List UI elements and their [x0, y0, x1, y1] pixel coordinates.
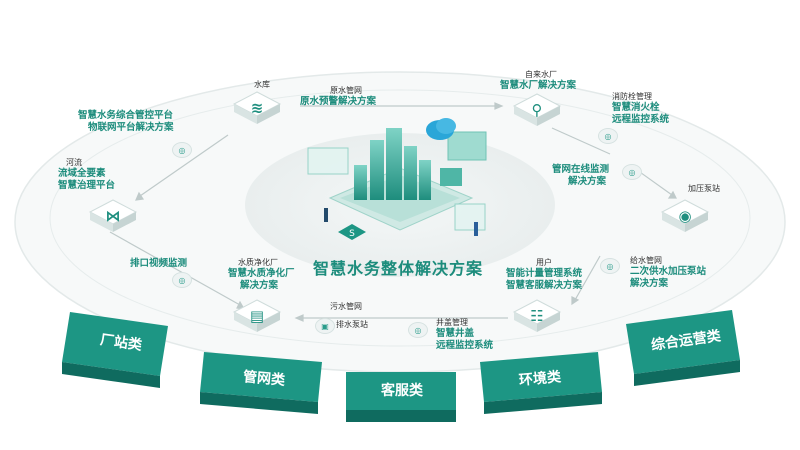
water-plant-node: ⚲ — [512, 92, 562, 128]
reservoir-label: 水库 — [254, 80, 270, 89]
chat-icon: ☷ — [530, 307, 544, 325]
smart-city-illustration — [307, 118, 487, 236]
reservoir-node: ≋ — [232, 90, 282, 126]
purifier-icon: ▤ — [249, 307, 265, 325]
manhole-label: 井盖管理 智慧井盖 远程监控系统 — [436, 318, 494, 351]
waves-icon: ≋ — [250, 99, 264, 117]
purify-node: ▤ — [232, 298, 282, 334]
camera-icon: ◎ — [172, 272, 192, 288]
purify-label: 水质净化厂 智慧水质净化厂 解决方案 — [228, 258, 295, 291]
platform-icon: ◎ — [172, 142, 192, 158]
outfall-label: 排口视频监测 — [130, 258, 188, 269]
pump-icon: ◉ — [678, 207, 692, 225]
sewage-label: 污水管网 — [330, 302, 362, 311]
user-node: ☷ — [512, 298, 562, 334]
river-node: ⋈ — [88, 198, 138, 234]
faucet-icon: ⚲ — [531, 101, 543, 119]
booster-label: 加压泵站 — [688, 184, 720, 193]
supply-icon: ◎ — [600, 258, 620, 274]
hydrant-icon: ◎ — [598, 128, 618, 144]
main-title: 智慧水务整体解决方案 — [312, 259, 483, 278]
booster-node: ◉ — [660, 198, 710, 234]
user-label: 用户 智能计量管理系统 智慧客服解决方案 — [506, 258, 583, 291]
platform-label: 智慧水务综合管控平台 物联网平台解决方案 — [78, 110, 174, 133]
fire-label: 消防栓管理 智慧消火栓 远程监控系统 — [612, 92, 670, 125]
water-plant-label: 自来水厂 智慧水厂解决方案 — [500, 70, 577, 91]
svg-text:S: S — [349, 229, 355, 239]
river-label: 河流 流域全要素 智慧治理平台 — [58, 158, 116, 191]
category-label-3: 客服类 — [381, 383, 423, 399]
pipe-monitor-label: 管网在线监测 解决方案 — [552, 164, 610, 187]
supply-label: 给水管网 二次供水加压泵站 解决方案 — [630, 256, 707, 289]
brand-logo-icon: S — [338, 224, 366, 240]
drain-pump-label: 排水泵站 — [336, 320, 368, 329]
raw-pipe-label: 原水管网 原水预警解决方案 — [300, 86, 377, 107]
drain-pump-icon: ▣ — [315, 318, 335, 334]
river-icon: ⋈ — [105, 207, 121, 225]
manhole-icon: ◎ — [408, 322, 428, 338]
monitor-icon: ◎ — [622, 164, 642, 180]
